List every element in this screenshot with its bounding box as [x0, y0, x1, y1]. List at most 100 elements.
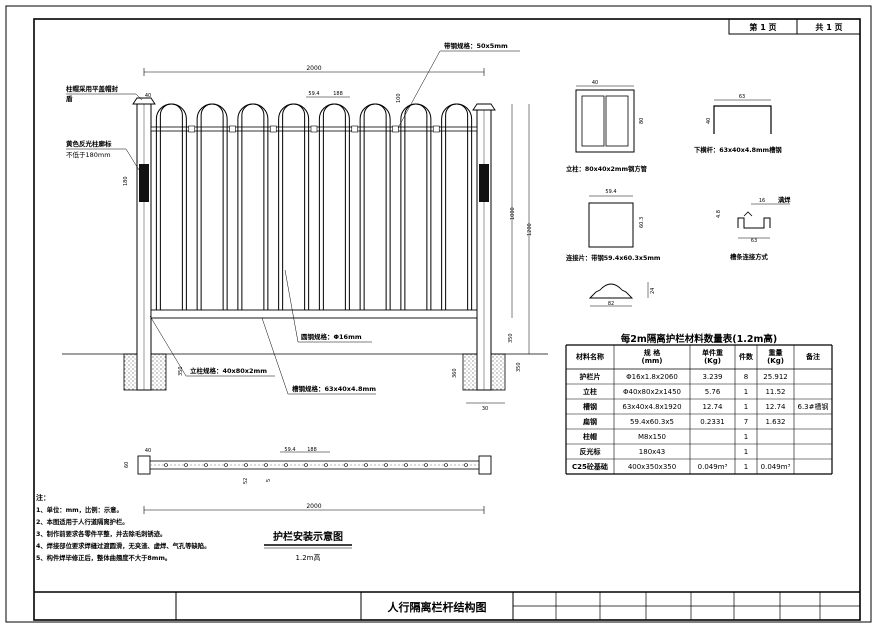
plan-hole	[444, 463, 448, 467]
materials-table-grid	[565, 344, 833, 475]
dim-360-text: 360	[452, 368, 458, 378]
dim-2000-plan-text: 2000	[306, 503, 321, 510]
connection-plate	[392, 125, 399, 133]
table-cell: 11.52	[765, 387, 786, 396]
table-cell: 护栏片	[579, 372, 601, 381]
table-cell	[794, 444, 832, 459]
table-cell: 5.76	[704, 387, 721, 396]
table-header-cell: 规 格 (mm)	[641, 349, 663, 365]
round-steel-label: 圆钢规格：Φ16mm	[301, 332, 362, 341]
cap-dim-24: 24	[650, 288, 656, 294]
table-cell: 0.2331	[700, 417, 725, 426]
table-cell: C25砼基础	[572, 462, 608, 471]
table-cell	[690, 444, 735, 459]
plan-hole	[424, 463, 428, 467]
table-cell	[794, 414, 832, 429]
hoop-inner	[200, 103, 224, 310]
total-label: 共 1 页	[815, 22, 842, 32]
notes-heading: 注：	[36, 493, 50, 502]
weld-label: 满焊	[778, 195, 791, 204]
post-dim-40: 40	[592, 80, 598, 86]
plan-hole	[404, 463, 408, 467]
note-4: 4、焊接部位要求焊缝过渡圆滑，无夹渣、虚焊、气孔等缺陷。	[36, 541, 210, 550]
plate-dim-w: 59.4	[605, 189, 616, 195]
post-dim-80: 80	[639, 118, 645, 124]
table-cell: 1	[743, 402, 749, 411]
table-cell: Φ40x80x2x1450	[622, 387, 682, 396]
table-cell: 扁钢	[583, 417, 597, 426]
post-right	[472, 103, 496, 391]
table-cell	[794, 459, 832, 474]
inner-border	[33, 18, 861, 621]
table-cell: 180x43	[638, 447, 666, 456]
table-cell: 1	[743, 462, 749, 471]
flat-steel-note: 带钢规格：50x5mm	[397, 41, 520, 129]
post-spec-note: 立柱规格：40x80x2mm	[149, 315, 275, 377]
plan-view: 2000 59.4 188 40 60 52 5	[124, 447, 492, 514]
table-cell: 1.632	[765, 417, 786, 426]
table-cell: 25.912	[763, 372, 788, 381]
detail-channel: 63 40 下横杆：63x40x4.8mm槽钢	[694, 94, 782, 154]
hoop-inner	[241, 103, 265, 310]
table-cell: 槽钢	[583, 402, 597, 411]
connection-plate	[269, 125, 277, 133]
connection-plate	[351, 125, 359, 133]
dim-60-text: 60	[124, 462, 130, 468]
table-cell: 0.049m³	[760, 462, 791, 471]
reflector-note: 黄色反光柱廓标 不低于180mm	[66, 139, 140, 171]
table-cell: 1	[743, 387, 749, 396]
dim-180-text: 180	[123, 176, 129, 186]
table-cell: 8	[743, 372, 749, 381]
connection-plate	[310, 125, 318, 133]
dim-40-elev-text: 40	[145, 93, 151, 99]
table-cell: 7	[743, 417, 749, 426]
note-3: 3、制作前要求各零件平整，并去除毛刺锈迹。	[36, 529, 166, 538]
table-cell: 反光标	[579, 447, 601, 456]
table-header-cell: 件数	[739, 353, 753, 361]
table-cell: M8x150	[638, 432, 666, 441]
table-cell	[794, 384, 832, 399]
dim-40-plan-text: 40	[145, 448, 151, 454]
outer-border	[5, 5, 872, 623]
dim-350b-text: 350	[178, 366, 184, 376]
plan-hole	[384, 463, 388, 467]
title-block: 人行隔离栏杆结构图	[34, 591, 860, 620]
table-cell	[794, 369, 832, 384]
reflector-note-line2: 不低于180mm	[66, 150, 111, 159]
rail-caption: 下横杆：63x40x4.8mm槽钢	[694, 145, 782, 154]
table-cell: Φ16x1.8x2060	[626, 372, 678, 381]
table-cell: 59.4x60.3x5	[630, 417, 674, 426]
table-cell	[690, 429, 735, 444]
note-5: 5、构件焊毕修正后，整体曲翘度不大于8mm。	[36, 553, 171, 562]
dim-1200-text: 1200	[527, 223, 533, 236]
dimension-loop-width: 59.4 188	[306, 91, 350, 98]
scale-note: 1.2m高	[296, 553, 321, 562]
hoop-inner	[322, 103, 346, 310]
plan-hole	[184, 463, 188, 467]
table-cell: 400x350x350	[627, 462, 677, 471]
dim-350a-text: 350	[508, 333, 514, 343]
dim-188-plan-text: 188	[307, 447, 317, 453]
post-caption: 立柱：80x40x2mm钢方管	[566, 164, 648, 173]
table-cell: 3.239	[702, 372, 723, 381]
connection-plate	[432, 125, 440, 133]
hoop-inner	[363, 103, 387, 310]
table-cell: 立柱	[583, 387, 597, 396]
dim-52-text: 52	[243, 478, 249, 484]
subtitle-block: 护栏安装示意图 1.2m高	[264, 530, 352, 562]
rail-dim-63: 63	[739, 94, 745, 100]
table-cell: 柱帽	[583, 432, 597, 441]
plan-hole	[464, 463, 468, 467]
plan-hole	[284, 463, 288, 467]
table-cell	[794, 429, 832, 444]
materials-table-title: 每2m隔离护栏材料数量表(1.2m高)	[620, 334, 778, 345]
dim-1000-text: 1000	[510, 207, 516, 220]
table-cell: 63x40x4.8x1920	[622, 402, 682, 411]
plate-dim-h: 60.3	[639, 217, 645, 228]
cap-note-line2: 盾	[66, 94, 73, 103]
post-left	[132, 97, 156, 391]
dim-59-plan-text: 59.4	[284, 447, 295, 453]
table-cell: 1	[743, 432, 749, 441]
cap-note-line1: 柱帽采用平盖帽封	[66, 84, 119, 93]
